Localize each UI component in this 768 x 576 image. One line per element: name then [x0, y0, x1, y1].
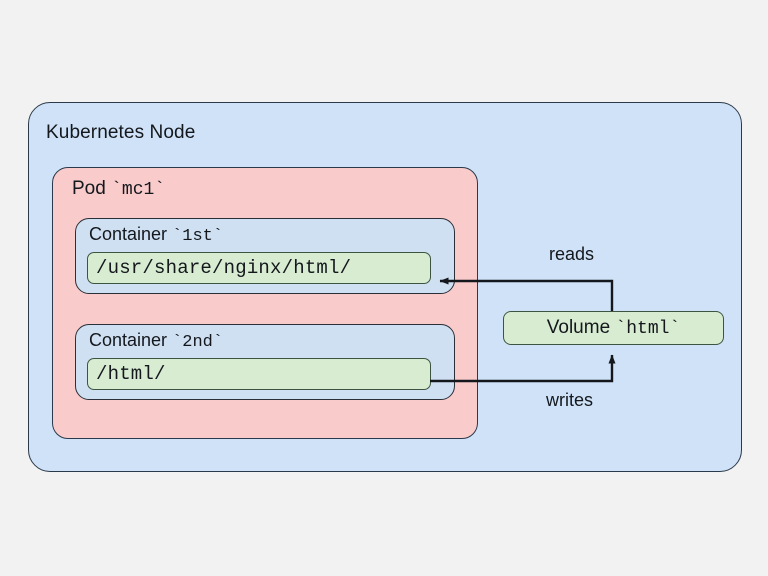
volume-label-prefix: Volume: [546, 317, 616, 338]
container-1st-box: Container `1st` /usr/share/nginx/html/: [75, 218, 455, 294]
volume-box: Volume `html`: [503, 311, 724, 345]
pod-label-prefix: Pod: [72, 178, 112, 199]
pod-label: Pod `mc1`: [72, 178, 165, 200]
container-1st-label-prefix: Container: [89, 224, 173, 244]
container-2nd-label: Container `2nd`: [89, 330, 223, 352]
container-1st-path-text: /usr/share/nginx/html/: [96, 257, 352, 279]
writes-arrow-label: writes: [546, 390, 594, 410]
container-2nd-path-box: /html/: [87, 358, 431, 390]
container-1st-path-box: /usr/share/nginx/html/: [87, 252, 431, 284]
container-2nd-label-name: `2nd`: [172, 333, 224, 352]
volume-label: Volume `html`: [547, 317, 680, 339]
reads-arrow-label: reads: [549, 244, 595, 264]
container-1st-label-name: `1st`: [172, 227, 224, 246]
kubernetes-node-label: Kubernetes Node: [46, 122, 196, 143]
pod-label-name: `mc1`: [111, 180, 166, 200]
volume-label-name: `html`: [615, 319, 681, 339]
container-2nd-box: Container `2nd` /html/: [75, 324, 455, 400]
container-2nd-label-prefix: Container: [89, 330, 173, 350]
container-1st-label: Container `1st`: [89, 224, 223, 246]
container-2nd-path-text: /html/: [96, 363, 166, 385]
